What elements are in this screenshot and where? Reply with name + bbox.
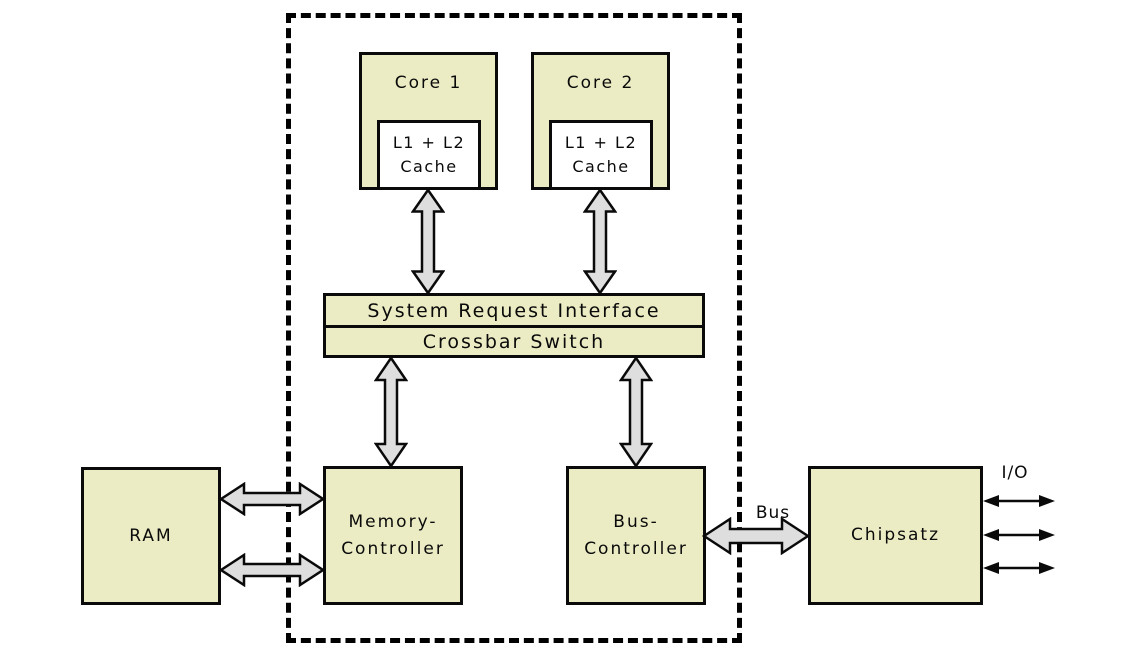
io-arrow-3-icon [983,562,1055,574]
core1-cache-line2: Cache [400,157,458,176]
io-arrow-1-icon [983,495,1055,507]
system-request-interface-label: System Request Interface [367,299,661,322]
memory-controller-box: Memory-Controller [323,466,463,605]
core1-sri-double-arrow-icon [411,188,445,295]
ram-box: RAM [81,467,221,605]
memory-controller-label: Memory-Controller [341,512,445,559]
cpu-package-boundary [286,13,742,643]
core2-cache-line2: Cache [572,157,630,176]
crossbar-bus-double-arrow-icon [619,356,653,468]
core1-cache-box: L1 + L2 Cache [377,120,481,190]
bus-controller-label: Bus-Controller [584,512,688,559]
io-label: I/O [1001,463,1029,483]
crossbar-memory-double-arrow-icon [374,356,408,468]
crossbar-switch-label: Crossbar Switch [422,330,606,353]
core1-label: Core 1 [394,73,463,93]
core1-cache-line1: L1 + L2 [392,133,466,152]
crossbar-switch-bar: Crossbar Switch [323,325,705,358]
core2-cache-box: L1 + L2 Cache [549,120,653,190]
chipset-box: Chipsatz [808,466,983,605]
core2-cache-line1: L1 + L2 [564,133,638,152]
bus-controller-box: Bus-Controller [566,466,706,605]
bus-chipset-double-arrow-icon [702,517,810,555]
system-request-interface-bar: System Request Interface [323,293,705,328]
core2-label: Core 2 [566,73,635,93]
core2-sri-double-arrow-icon [583,188,617,295]
ram-memory-double-arrow-lower-icon [219,553,325,587]
ram-label: RAM [129,525,173,546]
bus-label: Bus [755,503,791,523]
ram-memory-double-arrow-upper-icon [219,482,325,516]
io-arrow-2-icon [983,529,1055,541]
chipset-label: Chipsatz [850,525,941,546]
